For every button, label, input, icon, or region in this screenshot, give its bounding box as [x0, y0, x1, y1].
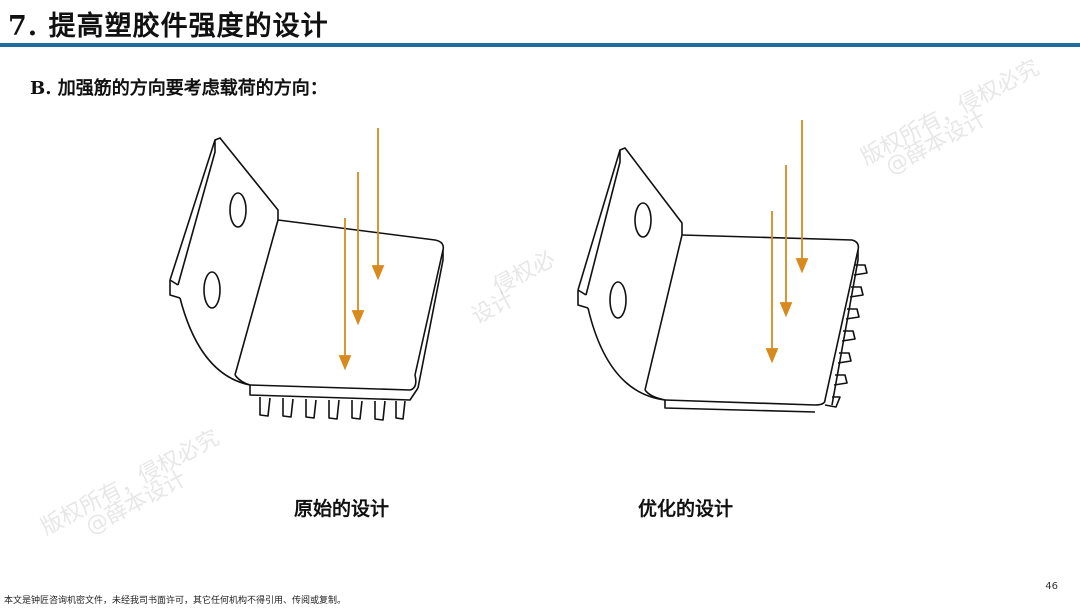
header-rule — [0, 43, 1080, 47]
optimized-design-caption: 优化的设计 — [638, 498, 734, 520]
page-number: 46 — [1045, 581, 1058, 592]
load-arrows-right — [765, 120, 809, 364]
optimized-design-drawing — [577, 120, 868, 413]
section-subtitle: B. 加强筋的方向要考虑载荷的方向： — [30, 78, 328, 99]
original-design-caption: 原始的设计 — [294, 498, 390, 520]
load-arrows-left — [338, 128, 385, 371]
confidentiality-notice: 本文是钟匠咨询机密文件，未经我司书面许可，其它任何机构不得引用、传阅或复制。 — [4, 596, 347, 606]
page-title: 7. 提高塑胶件强度的设计 — [8, 11, 329, 42]
watermark: 侵权必 — [489, 246, 560, 300]
watermark: @薛本设计 — [881, 106, 991, 181]
watermark: @薛本设计 — [81, 466, 191, 541]
original-design-drawing — [169, 128, 445, 421]
